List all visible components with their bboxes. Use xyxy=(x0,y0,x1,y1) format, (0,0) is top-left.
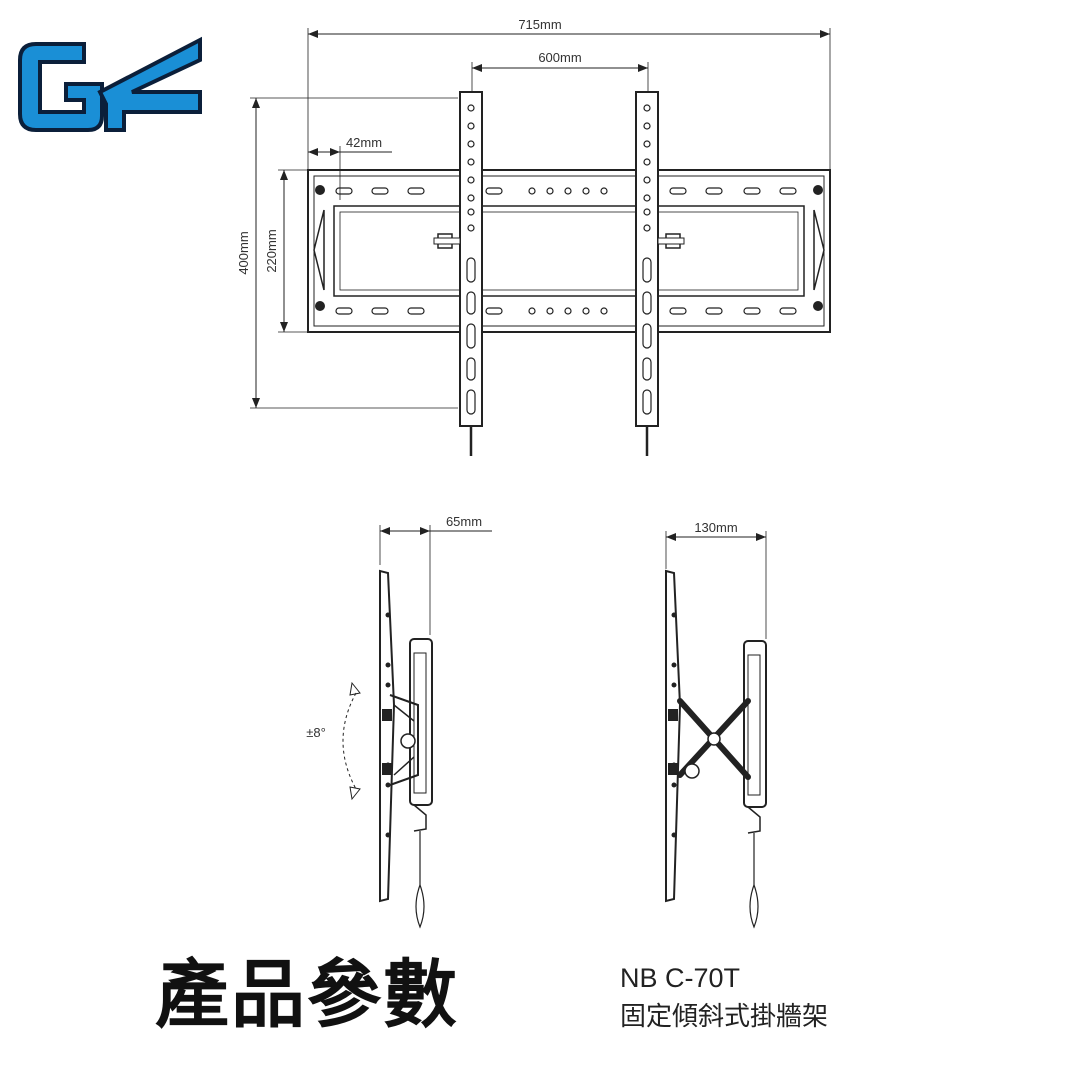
dim-edge-offset-label: 42mm xyxy=(346,135,382,150)
side-view-tilt-drawing: 65mm ±8° xyxy=(306,514,492,929)
tilt-angle-label: ±8° xyxy=(306,725,326,740)
dim-arm-spacing: 600mm xyxy=(471,50,649,98)
dim-min-depth-label: 65mm xyxy=(446,514,482,529)
dim-edge-offset: 42mm xyxy=(308,135,392,200)
dim-arm-spacing-label: 600mm xyxy=(538,50,581,65)
dim-frame-height: 220mm xyxy=(264,169,308,333)
wall-plate xyxy=(307,169,831,333)
model-number: NB C-70T xyxy=(620,963,741,993)
vertical-arm-left xyxy=(433,91,483,456)
dim-max-depth: 130mm xyxy=(665,520,767,639)
dim-overall-width-label: 715mm xyxy=(518,17,561,32)
product-params-heading: 產品參數 xyxy=(155,952,459,1038)
dim-overall-width: 715mm xyxy=(307,17,831,178)
side-view-extended-drawing: 130mm xyxy=(665,520,767,929)
dim-max-depth-label: 130mm xyxy=(694,520,737,535)
dim-overall-height-label: 400mm xyxy=(236,231,251,274)
logo-letter-k xyxy=(97,36,202,132)
dim-frame-height-label: 220mm xyxy=(264,229,279,272)
dim-overall-height: 400mm xyxy=(236,97,458,409)
product-description: 固定傾斜式掛牆架 xyxy=(620,1002,829,1032)
front-view-drawing: 715mm 600mm 42mm 400mm 220mm xyxy=(236,17,831,456)
logo-letter-g xyxy=(18,42,104,132)
vertical-arm-right xyxy=(635,91,685,456)
brand-logo xyxy=(18,36,202,132)
dim-min-depth: 65mm xyxy=(379,514,492,635)
